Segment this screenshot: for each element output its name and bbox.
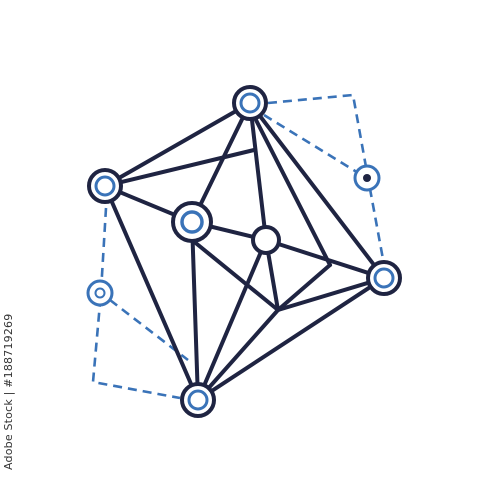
dashed-connector-top-right [267,93,387,271]
satellite-node-right [353,164,381,192]
edge-midright-lower [276,263,332,312]
edge-left-bottom [103,184,200,402]
edge-top-inner [190,101,252,224]
edge-right-lower [276,276,386,312]
edge-left-upper [103,148,256,188]
edge-top-left [103,101,252,188]
dashed-connector-top-diag [263,113,361,176]
node-right [366,260,402,296]
edge-top-right [248,101,386,280]
watermark-id-text: Adobe Stock | #188719269 [2,313,15,470]
edge-top-midright [254,118,332,267]
satellite-node-left [86,279,114,307]
edge-top-center [248,101,268,242]
edge-center-bottom [196,238,268,402]
dashed-connector-left [91,207,181,400]
node-top [232,85,268,121]
edge-inner-lower [190,238,280,312]
solid-edges [103,101,386,402]
edge-lower-bottom [196,308,280,402]
edge-right-bottom [196,276,386,402]
edge-center-right [264,238,386,280]
edge-inner-bottom [190,220,200,402]
node-left [87,168,123,204]
node-bottom [180,382,216,418]
node-center [251,225,281,255]
node-inner [171,201,213,243]
